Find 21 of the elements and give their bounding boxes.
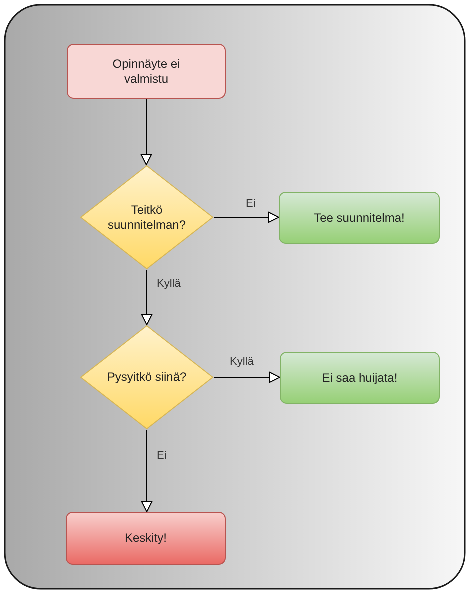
process-box <box>279 192 440 244</box>
edge-label: Kyllä <box>230 356 254 368</box>
end-box <box>66 512 226 565</box>
node-text: Ei saa huijata! <box>322 370 398 386</box>
edge-label: Ei <box>157 450 167 462</box>
decision-diamond <box>80 165 214 270</box>
node-text: Teitkö suunnitelman? <box>106 202 188 232</box>
node-text: Keskity! <box>124 531 167 546</box>
process-box <box>280 352 440 404</box>
arrow <box>142 430 152 512</box>
node-text: Opinnäyte ei valmistu <box>112 56 182 86</box>
start-box <box>67 44 226 99</box>
edge-label: Kyllä <box>157 278 181 290</box>
edge-label: Ei <box>246 198 256 210</box>
arrow <box>142 270 152 326</box>
node-text: Pysyitkö siinä? <box>107 370 187 385</box>
arrow <box>214 372 280 383</box>
arrow <box>214 212 280 223</box>
arrow <box>141 98 152 166</box>
node-text: Tee suunnitelma! <box>314 210 405 226</box>
decision-diamond <box>80 325 214 430</box>
